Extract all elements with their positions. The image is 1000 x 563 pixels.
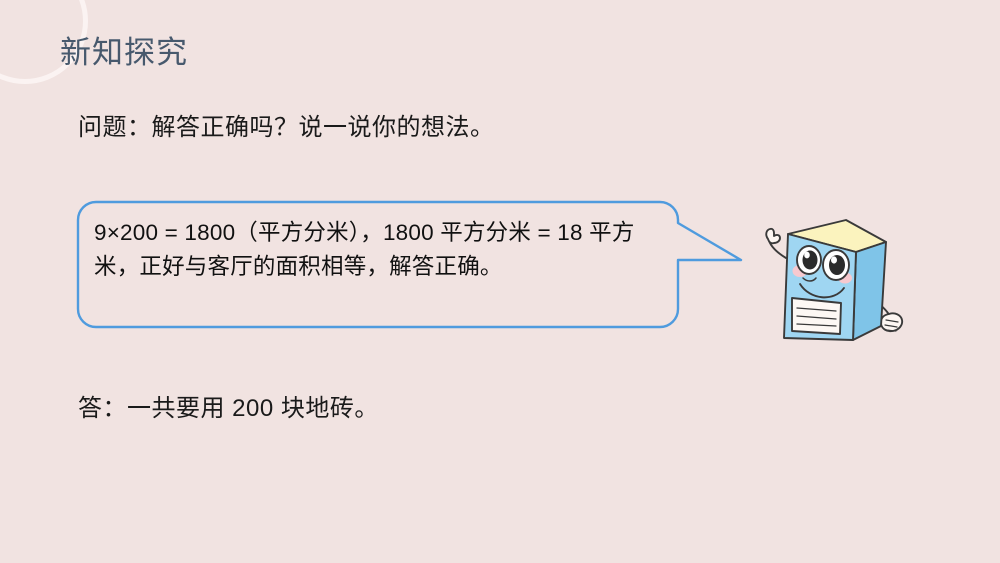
speech-bubble: 9×200 = 1800（平方分米），1800 平方分米 = 18 平方米，正好… xyxy=(76,200,743,329)
mascot-right-pupil xyxy=(829,255,845,275)
speech-bubble-outline xyxy=(76,200,743,329)
mascot-smile xyxy=(799,283,845,299)
cartoon-book-character xyxy=(748,208,908,358)
mascot-left-hand xyxy=(765,227,781,245)
speech-bubble-text: 9×200 = 1800（平方分米），1800 平方分米 = 18 平方米，正好… xyxy=(94,220,635,279)
mascot-book-spine xyxy=(852,241,887,341)
answer-statement: 答：一共要用 200 块地砖。 xyxy=(78,395,379,422)
page-title: 新知探究 xyxy=(60,35,188,70)
mascot-right-hand xyxy=(879,312,904,333)
mascot-nose xyxy=(802,277,817,282)
question-prompt: 问题：解答正确吗？说一说你的想法。 xyxy=(78,114,495,141)
